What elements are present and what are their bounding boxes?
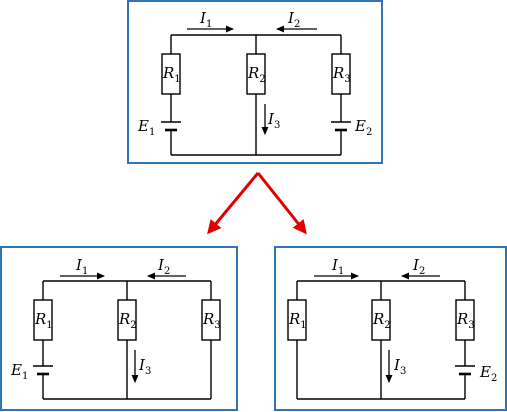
label-r2: R2: [247, 64, 266, 85]
battery-e1: [161, 121, 181, 132]
split-arrow-right: [256, 172, 307, 235]
label-i1: I1: [75, 256, 88, 277]
label-r3: R3: [456, 310, 475, 331]
panel-top: I1 I2 I3 R1 R2 R3 E1 E2: [127, 0, 383, 164]
resistor-r3: [455, 299, 475, 341]
wires: [42, 280, 212, 400]
label-r3: R3: [202, 310, 221, 331]
resistor-r2: [117, 299, 137, 341]
label-e2: E2: [354, 117, 372, 138]
wires: [296, 280, 466, 400]
label-i3: I3: [393, 356, 406, 377]
resistor-r1: [287, 299, 307, 341]
label-e1: E1: [137, 117, 155, 138]
label-i1: I1: [331, 256, 344, 277]
label-r1: R1: [162, 64, 181, 85]
split-arrow-left: [207, 172, 260, 235]
resistor-r2: [246, 53, 266, 95]
label-i3: I3: [267, 110, 280, 131]
label-r3: R3: [332, 64, 351, 85]
label-i2: I2: [287, 9, 300, 30]
label-r2: R2: [372, 310, 391, 331]
resistor-r3: [201, 299, 221, 341]
panel-frame: [274, 246, 507, 411]
label-e1: E1: [10, 361, 28, 382]
resistor-r1: [161, 53, 181, 95]
label-i1: I1: [199, 9, 212, 30]
label-r2: R2: [118, 310, 137, 331]
resistor-r3: [331, 53, 351, 95]
battery-e1: [33, 365, 53, 376]
label-r1: R1: [34, 310, 53, 331]
label-e2: E2: [479, 363, 497, 384]
label-r1: R1: [288, 310, 307, 331]
panel-bottom-right: I1 I2 I3 R1 R2 R3 E2: [274, 246, 507, 411]
label-i2: I2: [412, 256, 425, 277]
battery-e2: [331, 121, 351, 132]
resistor-r2: [371, 299, 391, 341]
resistor-r1: [33, 299, 53, 341]
panel-frame: [0, 246, 238, 411]
label-i3: I3: [138, 356, 151, 377]
label-i2: I2: [157, 256, 170, 277]
battery-e2: [455, 365, 475, 376]
panel-frame: [127, 0, 383, 164]
wires: [170, 34, 342, 156]
panel-bottom-left: I1 I2 I3 R1 R2 R3 E1: [0, 246, 238, 411]
